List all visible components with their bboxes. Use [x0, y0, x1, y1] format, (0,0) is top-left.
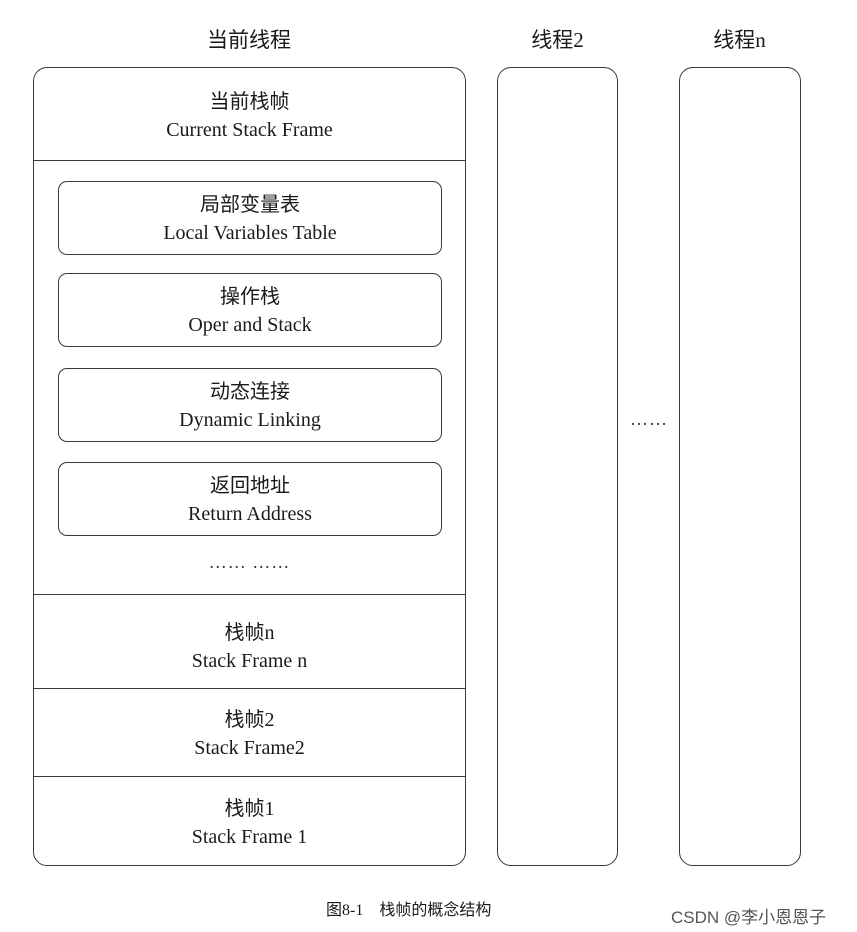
stack-frame-n-zh: 栈帧n [224, 622, 275, 644]
operand-stack-en: Oper and Stack [188, 314, 312, 336]
current-stack-frame-zh: 当前栈帧 [209, 91, 290, 113]
divider-frame-2 [34, 688, 465, 689]
header-thread-2: 线程2 [531, 28, 584, 52]
operand-stack-box: 操作栈 Oper and Stack [58, 273, 442, 347]
divider-current-frame [34, 160, 465, 161]
stack-frame-2: 栈帧2 Stack Frame2 [34, 706, 465, 762]
stack-frame-1-en: Stack Frame 1 [191, 826, 308, 848]
thread-2-stack [497, 67, 618, 866]
figure-caption: 图8-1 栈帧的概念结构 [326, 902, 492, 919]
return-address-box: 返回地址 Return Address [58, 462, 442, 536]
operand-stack-zh: 操作栈 [220, 286, 280, 308]
local-variables-table-zh: 局部变量表 [200, 194, 300, 216]
local-variables-table-box: 局部变量表 Local Variables Table [58, 181, 442, 255]
dynamic-linking-box: 动态连接 Dynamic Linking [58, 368, 442, 442]
current-stack-frame-en: Current Stack Frame [166, 119, 333, 141]
current-stack-frame: 当前栈帧 Current Stack Frame [34, 88, 465, 144]
dynamic-linking-en: Dynamic Linking [179, 409, 321, 431]
threads-ellipsis: …… [630, 409, 668, 429]
dynamic-linking-zh: 动态连接 [210, 381, 290, 403]
stack-frame-2-zh: 栈帧2 [224, 709, 275, 731]
return-address-zh: 返回地址 [210, 475, 290, 497]
inner-ellipsis: …… …… [208, 552, 291, 572]
stack-frame-2-en: Stack Frame2 [194, 737, 305, 759]
stack-frame-n-en: Stack Frame n [191, 650, 308, 672]
local-variables-table-en: Local Variables Table [163, 222, 337, 244]
header-current-thread: 当前线程 [207, 28, 291, 52]
stack-frame-1: 栈帧1 Stack Frame 1 [34, 795, 465, 851]
return-address-en: Return Address [188, 503, 312, 525]
stack-frame-1-zh: 栈帧1 [224, 798, 275, 820]
current-thread-stack: 当前栈帧 Current Stack Frame 局部变量表 Local Var… [33, 67, 466, 866]
stack-frame-n: 栈帧n Stack Frame n [34, 619, 465, 675]
thread-n-stack [679, 67, 801, 866]
divider-frame-1 [34, 776, 465, 777]
header-thread-n: 线程n [713, 28, 766, 52]
watermark: CSDN @李小恩恩子 [671, 908, 827, 927]
divider-frame-n [34, 594, 465, 595]
